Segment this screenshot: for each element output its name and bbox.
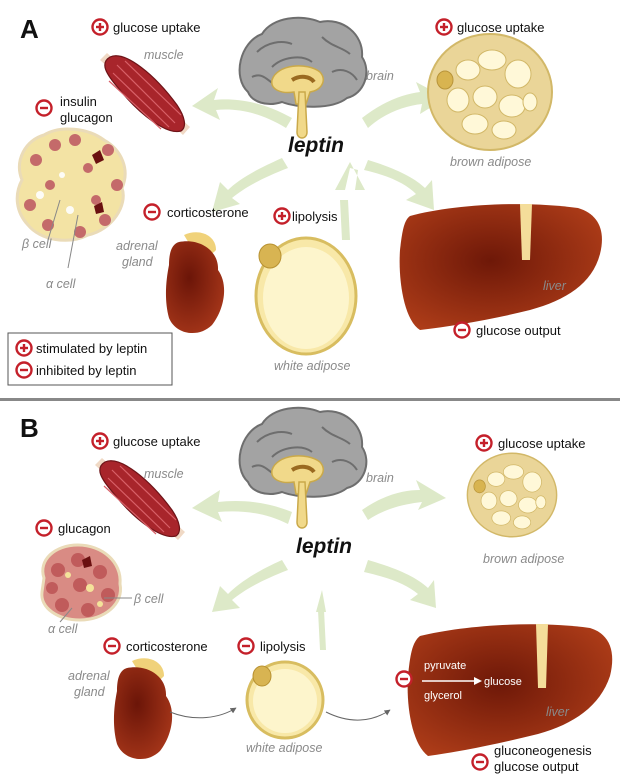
muscle-label: muscle bbox=[144, 48, 184, 62]
arrow-to-adrenal bbox=[212, 158, 288, 212]
arrow-to-adrenal bbox=[212, 560, 288, 612]
arrow-to-muscle bbox=[192, 490, 292, 524]
leptin-label: leptin bbox=[288, 134, 344, 157]
adrenal-effect: corticosterone bbox=[145, 205, 249, 221]
white-adipose-effect-label: lipolysis bbox=[260, 639, 306, 654]
arrow-to-liver bbox=[364, 160, 434, 210]
white-adipose-effect-label: lipolysis bbox=[292, 209, 338, 224]
adrenal-illustration bbox=[166, 232, 224, 333]
glucagon-label: glucagon bbox=[58, 521, 111, 536]
pyruvate-label: pyruvate bbox=[424, 660, 466, 672]
plus-icon bbox=[93, 434, 108, 449]
insulin-label: insulin bbox=[60, 94, 97, 109]
brain-label: brain bbox=[366, 69, 394, 83]
adrenal-effect-label: corticosterone bbox=[167, 205, 249, 220]
adrenal-effect-label: corticosterone bbox=[126, 639, 208, 654]
glucose-output-label: glucose output bbox=[494, 759, 579, 774]
minus-icon bbox=[105, 639, 120, 654]
brown-adipose-illustration bbox=[428, 34, 552, 150]
minus-icon bbox=[37, 101, 52, 116]
brown-adipose-label: brown adipose bbox=[483, 552, 564, 566]
brown-adipose-effect-label: glucose uptake bbox=[457, 20, 544, 35]
muscle-effect: glucose uptake bbox=[93, 20, 201, 36]
glycerol-label: glycerol bbox=[424, 690, 462, 702]
minus-icon bbox=[17, 363, 32, 378]
plus-icon bbox=[477, 436, 492, 451]
glucose-label: glucose bbox=[484, 676, 522, 688]
liver-effect: gluconeogenesis glucose output bbox=[473, 743, 593, 774]
arrow-stem-white-adipose bbox=[340, 200, 350, 240]
white-adipose-to-liver-arrow bbox=[326, 710, 390, 720]
liver-effect: glucose output bbox=[455, 323, 561, 339]
liver-label: liver bbox=[543, 279, 567, 293]
beta-cell-label: β cell bbox=[21, 237, 53, 251]
brown-adipose-effect-label: glucose uptake bbox=[498, 436, 585, 451]
plus-icon bbox=[437, 20, 452, 35]
brown-adipose-effect: glucose uptake bbox=[477, 436, 586, 452]
brain-label: brain bbox=[366, 471, 394, 485]
beta-cell-label: β cell bbox=[133, 592, 165, 606]
minus-icon bbox=[239, 639, 254, 654]
arrow-from-white-adipose bbox=[335, 162, 365, 190]
plus-icon bbox=[17, 341, 32, 356]
panel-b-arrows bbox=[192, 480, 446, 650]
pancreas-effect: glucagon bbox=[37, 521, 111, 537]
adrenal-to-white-adipose-arrow bbox=[170, 708, 236, 718]
minus-icon bbox=[455, 323, 470, 338]
minus-icon bbox=[397, 672, 412, 687]
white-adipose-illustration bbox=[256, 238, 356, 354]
muscle-effect: glucose uptake bbox=[93, 434, 201, 450]
panel-divider bbox=[0, 398, 620, 401]
arrow-to-liver bbox=[364, 560, 436, 608]
white-adipose-label: white adipose bbox=[274, 359, 350, 373]
gluconeogenesis-label: gluconeogenesis bbox=[494, 743, 592, 758]
legend-stimulated-label: stimulated by leptin bbox=[36, 341, 147, 356]
panel-b: B brain leptin glucose uptake muscle glu… bbox=[20, 408, 612, 774]
brown-adipose-effect: glucose uptake bbox=[437, 20, 545, 36]
white-adipose-effect: lipolysis bbox=[275, 209, 339, 225]
adrenal-label-1: adrenal bbox=[116, 239, 159, 253]
white-adipose-label: white adipose bbox=[246, 741, 322, 755]
muscle-effect-label: glucose uptake bbox=[113, 434, 200, 449]
adrenal-label-1: adrenal bbox=[68, 669, 111, 683]
legend: stimulated by leptin inhibited by leptin bbox=[8, 333, 172, 385]
liver-effect-label: glucose output bbox=[476, 323, 561, 338]
minus-icon bbox=[473, 755, 488, 770]
liver-label: liver bbox=[546, 705, 570, 719]
liver-illustration bbox=[400, 204, 602, 330]
alpha-cell-label: α cell bbox=[48, 622, 79, 636]
pancreas-effect: insulin glucagon bbox=[37, 94, 113, 125]
alpha-cell-label: α cell bbox=[46, 277, 77, 291]
white-adipose-effect: lipolysis bbox=[239, 639, 307, 655]
minus-icon bbox=[145, 205, 160, 220]
arrow-from-white-adipose bbox=[316, 590, 326, 650]
legend-inhibited-label: inhibited by leptin bbox=[36, 363, 136, 378]
minus-icon bbox=[37, 521, 52, 536]
panel-a: A brain leptin glucose uptake muscle bbox=[8, 14, 602, 385]
adrenal-effect: corticosterone bbox=[105, 639, 208, 655]
white-adipose-illustration bbox=[247, 662, 323, 738]
brain-illustration bbox=[240, 18, 367, 138]
muscle-illustration bbox=[100, 53, 190, 135]
brown-adipose-illustration bbox=[467, 453, 556, 537]
plus-icon bbox=[93, 20, 108, 35]
panel-a-letter: A bbox=[20, 14, 39, 44]
glucagon-label: glucagon bbox=[60, 110, 113, 125]
arrow-to-brown-adipose bbox=[362, 480, 446, 520]
pancreas-islet-illustration bbox=[42, 545, 132, 622]
panel-b-letter: B bbox=[20, 413, 39, 443]
leptin-label: leptin bbox=[296, 535, 352, 558]
plus-icon bbox=[275, 209, 290, 224]
muscle-label: muscle bbox=[144, 467, 184, 481]
brown-adipose-label: brown adipose bbox=[450, 155, 531, 169]
adrenal-illustration bbox=[114, 658, 172, 759]
muscle-effect-label: glucose uptake bbox=[113, 20, 200, 35]
adrenal-label-2: gland bbox=[74, 685, 106, 699]
adrenal-label-2: gland bbox=[122, 255, 154, 269]
